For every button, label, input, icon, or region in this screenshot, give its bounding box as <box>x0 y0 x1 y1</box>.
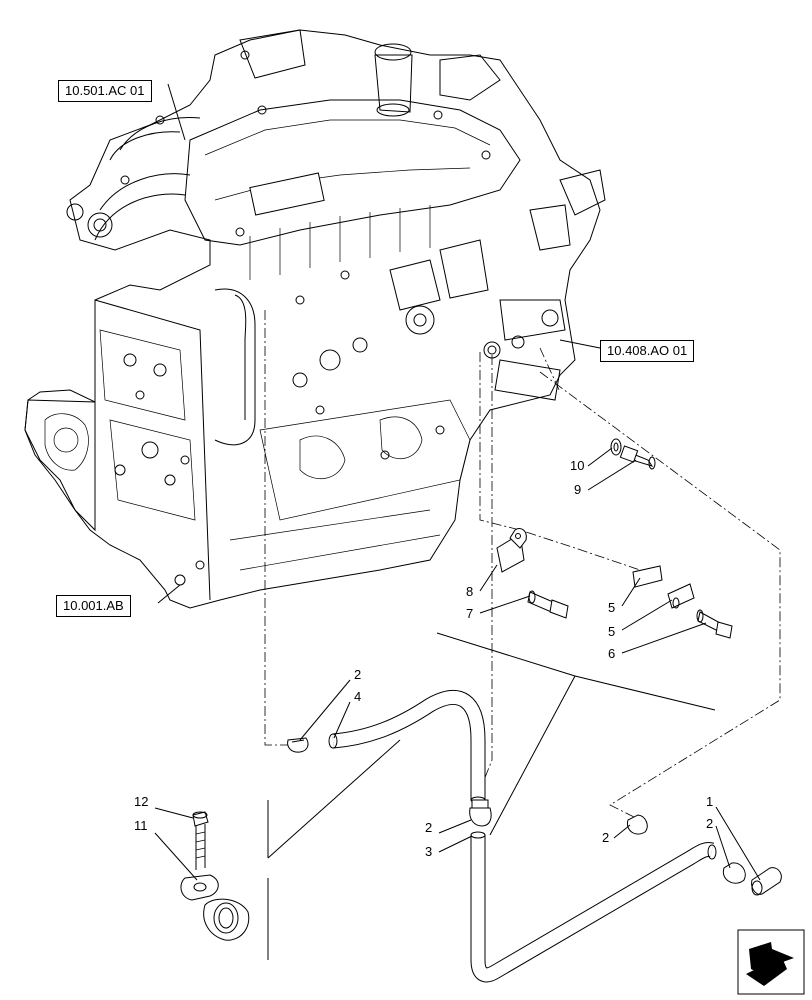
callout-11: 11 <box>134 818 148 833</box>
callout-4: 4 <box>354 689 361 704</box>
reference-box-left[interactable]: 10.001.AB <box>56 595 131 617</box>
callout-12: 12 <box>134 794 148 809</box>
callout-labels: 10 9 8 7 5 5 6 2 4 12 11 2 3 2 1 2 <box>134 458 713 859</box>
washer-and-fitting <box>610 438 656 470</box>
callout-2d: 2 <box>706 816 713 831</box>
callout-9: 9 <box>574 482 581 497</box>
callout-2b: 2 <box>425 820 432 835</box>
engine-assembly <box>24 29 606 609</box>
callout-8: 8 <box>466 584 473 599</box>
callout-5b: 5 <box>608 624 615 639</box>
callout-leaders <box>154 83 761 881</box>
hose-clamp <box>722 862 746 884</box>
callout-2a: 2 <box>354 667 361 682</box>
hose-clamp <box>469 799 492 827</box>
bracket-and-bolt <box>496 527 569 619</box>
callout-2c: 2 <box>602 830 609 845</box>
hose-clamp <box>287 737 309 753</box>
callout-5a: 5 <box>608 600 615 615</box>
hose-assembly <box>287 690 782 983</box>
callout-10: 10 <box>570 458 584 473</box>
bolt-heads <box>120 50 491 465</box>
clip-and-bolt <box>632 565 733 639</box>
callout-7: 7 <box>466 606 473 621</box>
pipe-clamp-and-bolt <box>180 811 250 941</box>
reference-box-right[interactable]: 10.408.AO 01 <box>600 340 695 362</box>
section-lines <box>267 632 716 960</box>
callout-1: 1 <box>706 794 713 809</box>
callout-3: 3 <box>425 844 432 859</box>
hose-clamp <box>626 814 648 835</box>
callout-6: 6 <box>608 646 615 661</box>
next-page-arrow-icon[interactable] <box>737 929 805 995</box>
reference-box-top[interactable]: 10.501.AC 01 <box>58 80 152 102</box>
hose-end-cap <box>751 867 782 896</box>
